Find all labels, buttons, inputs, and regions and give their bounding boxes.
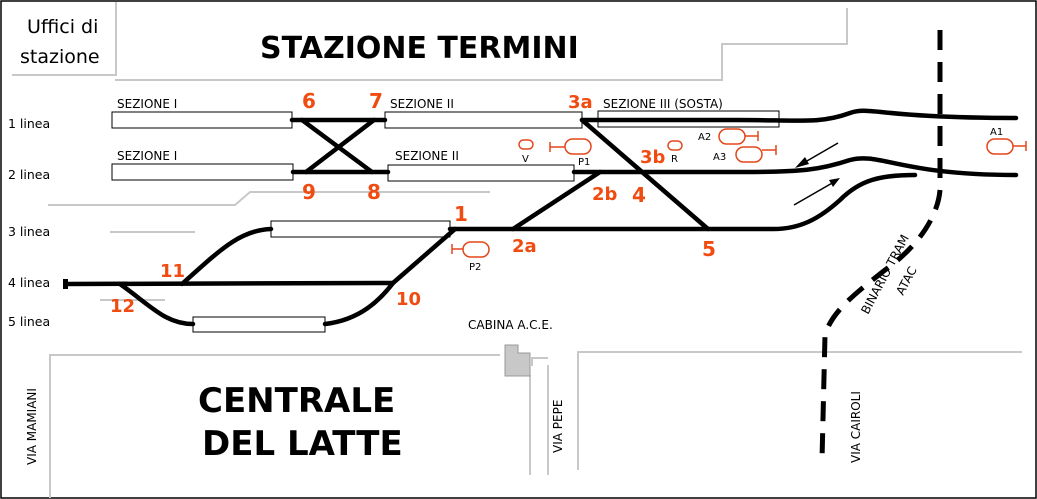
tram-label-2: ATAC bbox=[893, 264, 919, 297]
switch-5: 5 bbox=[702, 237, 716, 261]
signal-a1 bbox=[986, 138, 1014, 155]
offices-label-2: stazione bbox=[20, 46, 100, 68]
signals bbox=[451, 128, 1027, 258]
signal-r bbox=[667, 140, 683, 151]
switch-2b: 2b bbox=[592, 184, 618, 205]
platform-1-section-1 bbox=[111, 111, 293, 129]
offices-label-1: Uffici di bbox=[27, 16, 98, 38]
signal-label-a1: A1 bbox=[990, 127, 1003, 138]
line-label-5: 5 linea bbox=[8, 314, 50, 329]
signal-label-v: V bbox=[522, 154, 529, 165]
section-label-2-top: SEZIONE II bbox=[390, 97, 454, 111]
signal-label-p1: P1 bbox=[578, 157, 590, 168]
switch-3a-5 bbox=[579, 117, 711, 232]
track-1 bbox=[289, 108, 1019, 123]
street-pepe: VIA PEPE bbox=[551, 400, 565, 453]
street-mamiani: VIA MAMIANI bbox=[25, 388, 39, 465]
direction-arrows bbox=[793, 142, 840, 206]
switch-4: 4 bbox=[632, 183, 646, 207]
track-4 bbox=[63, 280, 396, 287]
street-cairoli: VIA CAIROLI bbox=[849, 391, 863, 463]
section-label-1-bottom: SEZIONE I bbox=[117, 149, 177, 163]
section-label-1-top: SEZIONE I bbox=[117, 97, 177, 111]
station-title: STAZIONE TERMINI bbox=[260, 31, 579, 66]
signal-label-a3: A3 bbox=[713, 152, 726, 163]
switch-3b: 3b bbox=[640, 147, 666, 168]
line-label-3: 3 linea bbox=[8, 224, 50, 239]
cabina-building bbox=[504, 344, 531, 377]
platform-2-section-1 bbox=[111, 163, 294, 181]
building-outlines bbox=[12, 2, 1022, 498]
switch-6: 6 bbox=[302, 89, 316, 113]
tram-track bbox=[819, 30, 943, 461]
buffer-stop bbox=[63, 279, 68, 289]
signal-a3 bbox=[735, 146, 763, 163]
switch-12 bbox=[117, 281, 196, 327]
signal-a2 bbox=[718, 128, 746, 145]
track-5 bbox=[322, 280, 396, 327]
switch-11 bbox=[179, 226, 274, 287]
section-label-3-top: SEZIONE III (SOSTA) bbox=[603, 97, 723, 111]
switch-2a: 2a bbox=[512, 236, 537, 257]
line-label-2: 2 linea bbox=[8, 167, 50, 182]
platform-5 bbox=[192, 316, 326, 333]
switch-12: 12 bbox=[110, 296, 135, 317]
switch-10: 10 bbox=[396, 289, 421, 310]
switch-8: 8 bbox=[367, 180, 381, 204]
platform-2-section-2 bbox=[387, 164, 575, 182]
switch-3a: 3a bbox=[568, 92, 593, 113]
signal-label-a2: A2 bbox=[698, 132, 711, 143]
signal-label-p2: P2 bbox=[469, 262, 481, 273]
line-label-1: 1 linea bbox=[8, 116, 50, 131]
crossover-7-9 bbox=[303, 117, 377, 175]
switch-2a-2b bbox=[510, 169, 603, 232]
section-label-2-bottom: SEZIONE II bbox=[395, 149, 459, 163]
line-label-4: 4 linea bbox=[8, 275, 50, 290]
platform-1-section-2 bbox=[384, 111, 583, 129]
switch-9: 9 bbox=[302, 180, 316, 204]
signal-p2 bbox=[462, 241, 490, 258]
switch-7: 7 bbox=[369, 89, 383, 113]
track-3 bbox=[447, 172, 918, 232]
tracks bbox=[63, 108, 1019, 327]
area-title-1: CENTRALE bbox=[198, 381, 395, 421]
area-title-2: DEL LATTE bbox=[202, 424, 403, 464]
signal-v bbox=[518, 139, 534, 150]
signal-p1 bbox=[564, 138, 592, 155]
signal-label-r: R bbox=[671, 154, 678, 165]
switch-1: 1 bbox=[454, 202, 468, 226]
cabina-label: CABINA A.C.E. bbox=[468, 318, 553, 332]
platform-3 bbox=[270, 220, 451, 238]
switch-11: 11 bbox=[160, 261, 185, 282]
switch-1-10 bbox=[390, 226, 458, 286]
